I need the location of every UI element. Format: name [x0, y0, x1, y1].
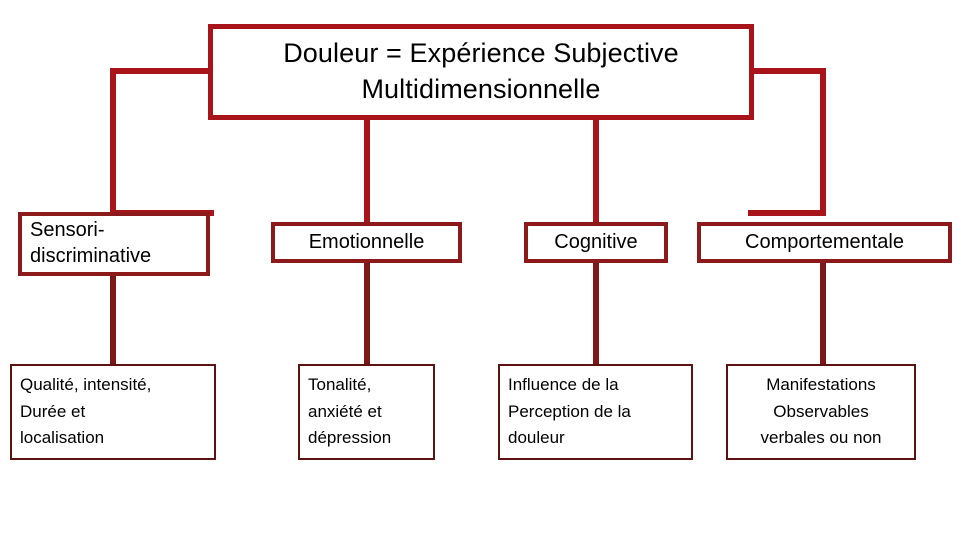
- node-detail-comportementale-text: Manifestations Observables verbales ou n…: [760, 375, 882, 448]
- node-dimension-cognitive-label: Cognitive: [554, 230, 638, 253]
- node-dimension-emotionnelle[interactable]: Emotionnelle: [271, 222, 462, 263]
- connector-title-to-sensori-horizontal: [110, 68, 213, 74]
- node-detail-emotionnelle-text: Tonalité, anxiété et dépression: [308, 375, 392, 448]
- connector-sensori-to-detail: [110, 272, 116, 366]
- connector-emotionnelle-to-detail: [364, 258, 370, 366]
- connector-title-to-cognitive-vertical: [593, 115, 599, 225]
- node-detail-cognitive-text: Influence de la Perception de la douleur: [508, 375, 631, 448]
- connector-title-to-sensori-vertical: [110, 68, 116, 216]
- node-dimension-sensori-label: Sensori- discriminative: [30, 219, 152, 267]
- node-dimension-sensori[interactable]: Sensori- discriminative: [18, 212, 210, 276]
- node-title[interactable]: Douleur = Expérience Subjective Multidim…: [208, 24, 754, 120]
- connector-cognitive-to-detail: [593, 258, 599, 366]
- node-dimension-cognitive[interactable]: Cognitive: [524, 222, 668, 263]
- node-title-text: Douleur = Expérience Subjective Multidim…: [283, 38, 679, 104]
- connector-title-to-comportementale-vertical: [820, 68, 826, 216]
- connector-title-to-comportementale-horizontal: [748, 68, 826, 74]
- node-detail-sensori-text: Qualité, intensité, Durée et localisatio…: [20, 375, 152, 448]
- node-detail-cognitive[interactable]: Influence de la Perception de la douleur: [498, 364, 693, 460]
- node-detail-comportementale[interactable]: Manifestations Observables verbales ou n…: [726, 364, 916, 460]
- node-dimension-comportementale-label: Comportementale: [745, 230, 904, 253]
- connector-title-to-emotionnelle-vertical: [364, 115, 370, 225]
- node-dimension-comportementale[interactable]: Comportementale: [697, 222, 952, 263]
- connector-comportementale-topbar: [748, 210, 826, 216]
- node-detail-sensori[interactable]: Qualité, intensité, Durée et localisatio…: [10, 364, 216, 460]
- connector-comportementale-to-detail: [820, 258, 826, 366]
- node-dimension-emotionnelle-label: Emotionnelle: [308, 230, 425, 253]
- node-detail-emotionnelle[interactable]: Tonalité, anxiété et dépression: [298, 364, 435, 460]
